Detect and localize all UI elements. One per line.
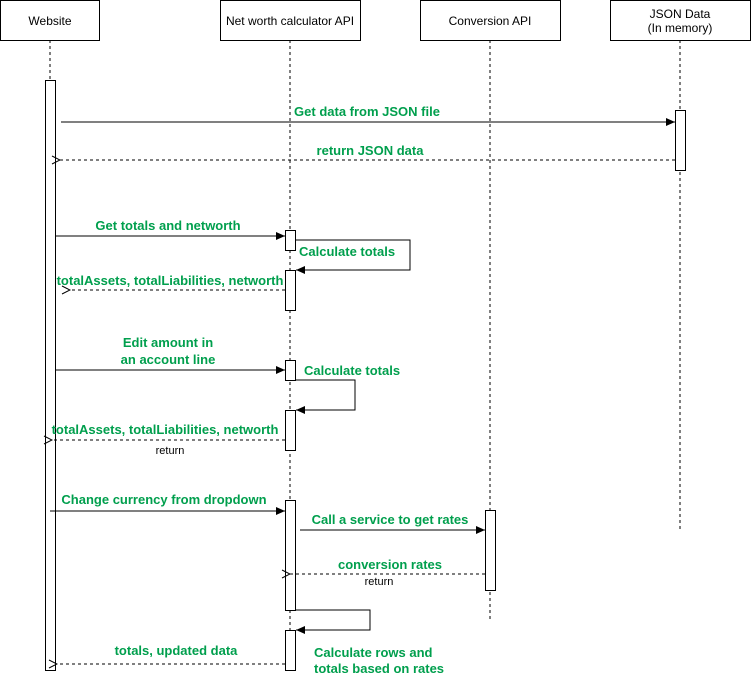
get-totals-label: Get totals and networth xyxy=(95,218,240,233)
conversion-rates-label: conversion rates xyxy=(338,557,442,572)
edit-amount-label-line1: Edit amount in xyxy=(123,335,213,350)
participant-calculator: Net worth calculator API xyxy=(220,0,361,41)
calc-rows-arrow xyxy=(295,609,371,634)
return-json-label: return JSON data xyxy=(317,143,425,158)
calc-totals-2-label: Calculate totals xyxy=(304,363,400,378)
edit-amount-label-line2: an account line xyxy=(121,352,216,367)
return-plain-2-label: return xyxy=(365,576,394,588)
return-totals-1-label: totalAssets, totalLiabilities, networth xyxy=(57,273,284,288)
calculator-activation-5 xyxy=(285,500,296,611)
participant-website: Website xyxy=(0,0,100,41)
calc-totals-1-arrow xyxy=(295,239,411,274)
participant-json-label-line1: JSON Data xyxy=(650,7,711,21)
return-totals-2-label: totalAssets, totalLiabilities, networth xyxy=(52,422,279,437)
conversion-activation xyxy=(485,510,496,591)
participant-conversion-label: Conversion API xyxy=(449,14,532,28)
participant-calculator-label: Net worth calculator API xyxy=(226,14,354,28)
calculator-activation-2 xyxy=(285,270,296,311)
calculator-activation-3 xyxy=(285,360,296,381)
participant-conversion: Conversion API xyxy=(420,0,561,41)
call-service-label: Call a service to get rates xyxy=(312,512,469,527)
calculator-activation-4 xyxy=(285,410,296,451)
get-json-label: Get data from JSON file xyxy=(294,104,440,119)
calculator-activation-6 xyxy=(285,630,296,671)
calc-rows-label-line2: totals based on rates xyxy=(314,661,444,676)
participant-json-label-line2: (In memory) xyxy=(648,21,713,35)
return-plain-1-label: return xyxy=(156,445,185,457)
participant-website-label: Website xyxy=(28,14,71,28)
totals-updated-label: totals, updated data xyxy=(115,643,239,658)
json-activation xyxy=(675,110,686,171)
change-currency-label: Change currency from dropdown xyxy=(61,492,266,507)
calculator-activation-1 xyxy=(285,230,296,251)
website-activation xyxy=(45,80,56,671)
participant-json: JSON Data (In memory) xyxy=(610,0,751,41)
calc-rows-label-line1: Calculate rows and xyxy=(314,645,433,660)
calc-totals-1-label: Calculate totals xyxy=(299,244,395,259)
calc-totals-2-arrow xyxy=(295,379,356,414)
